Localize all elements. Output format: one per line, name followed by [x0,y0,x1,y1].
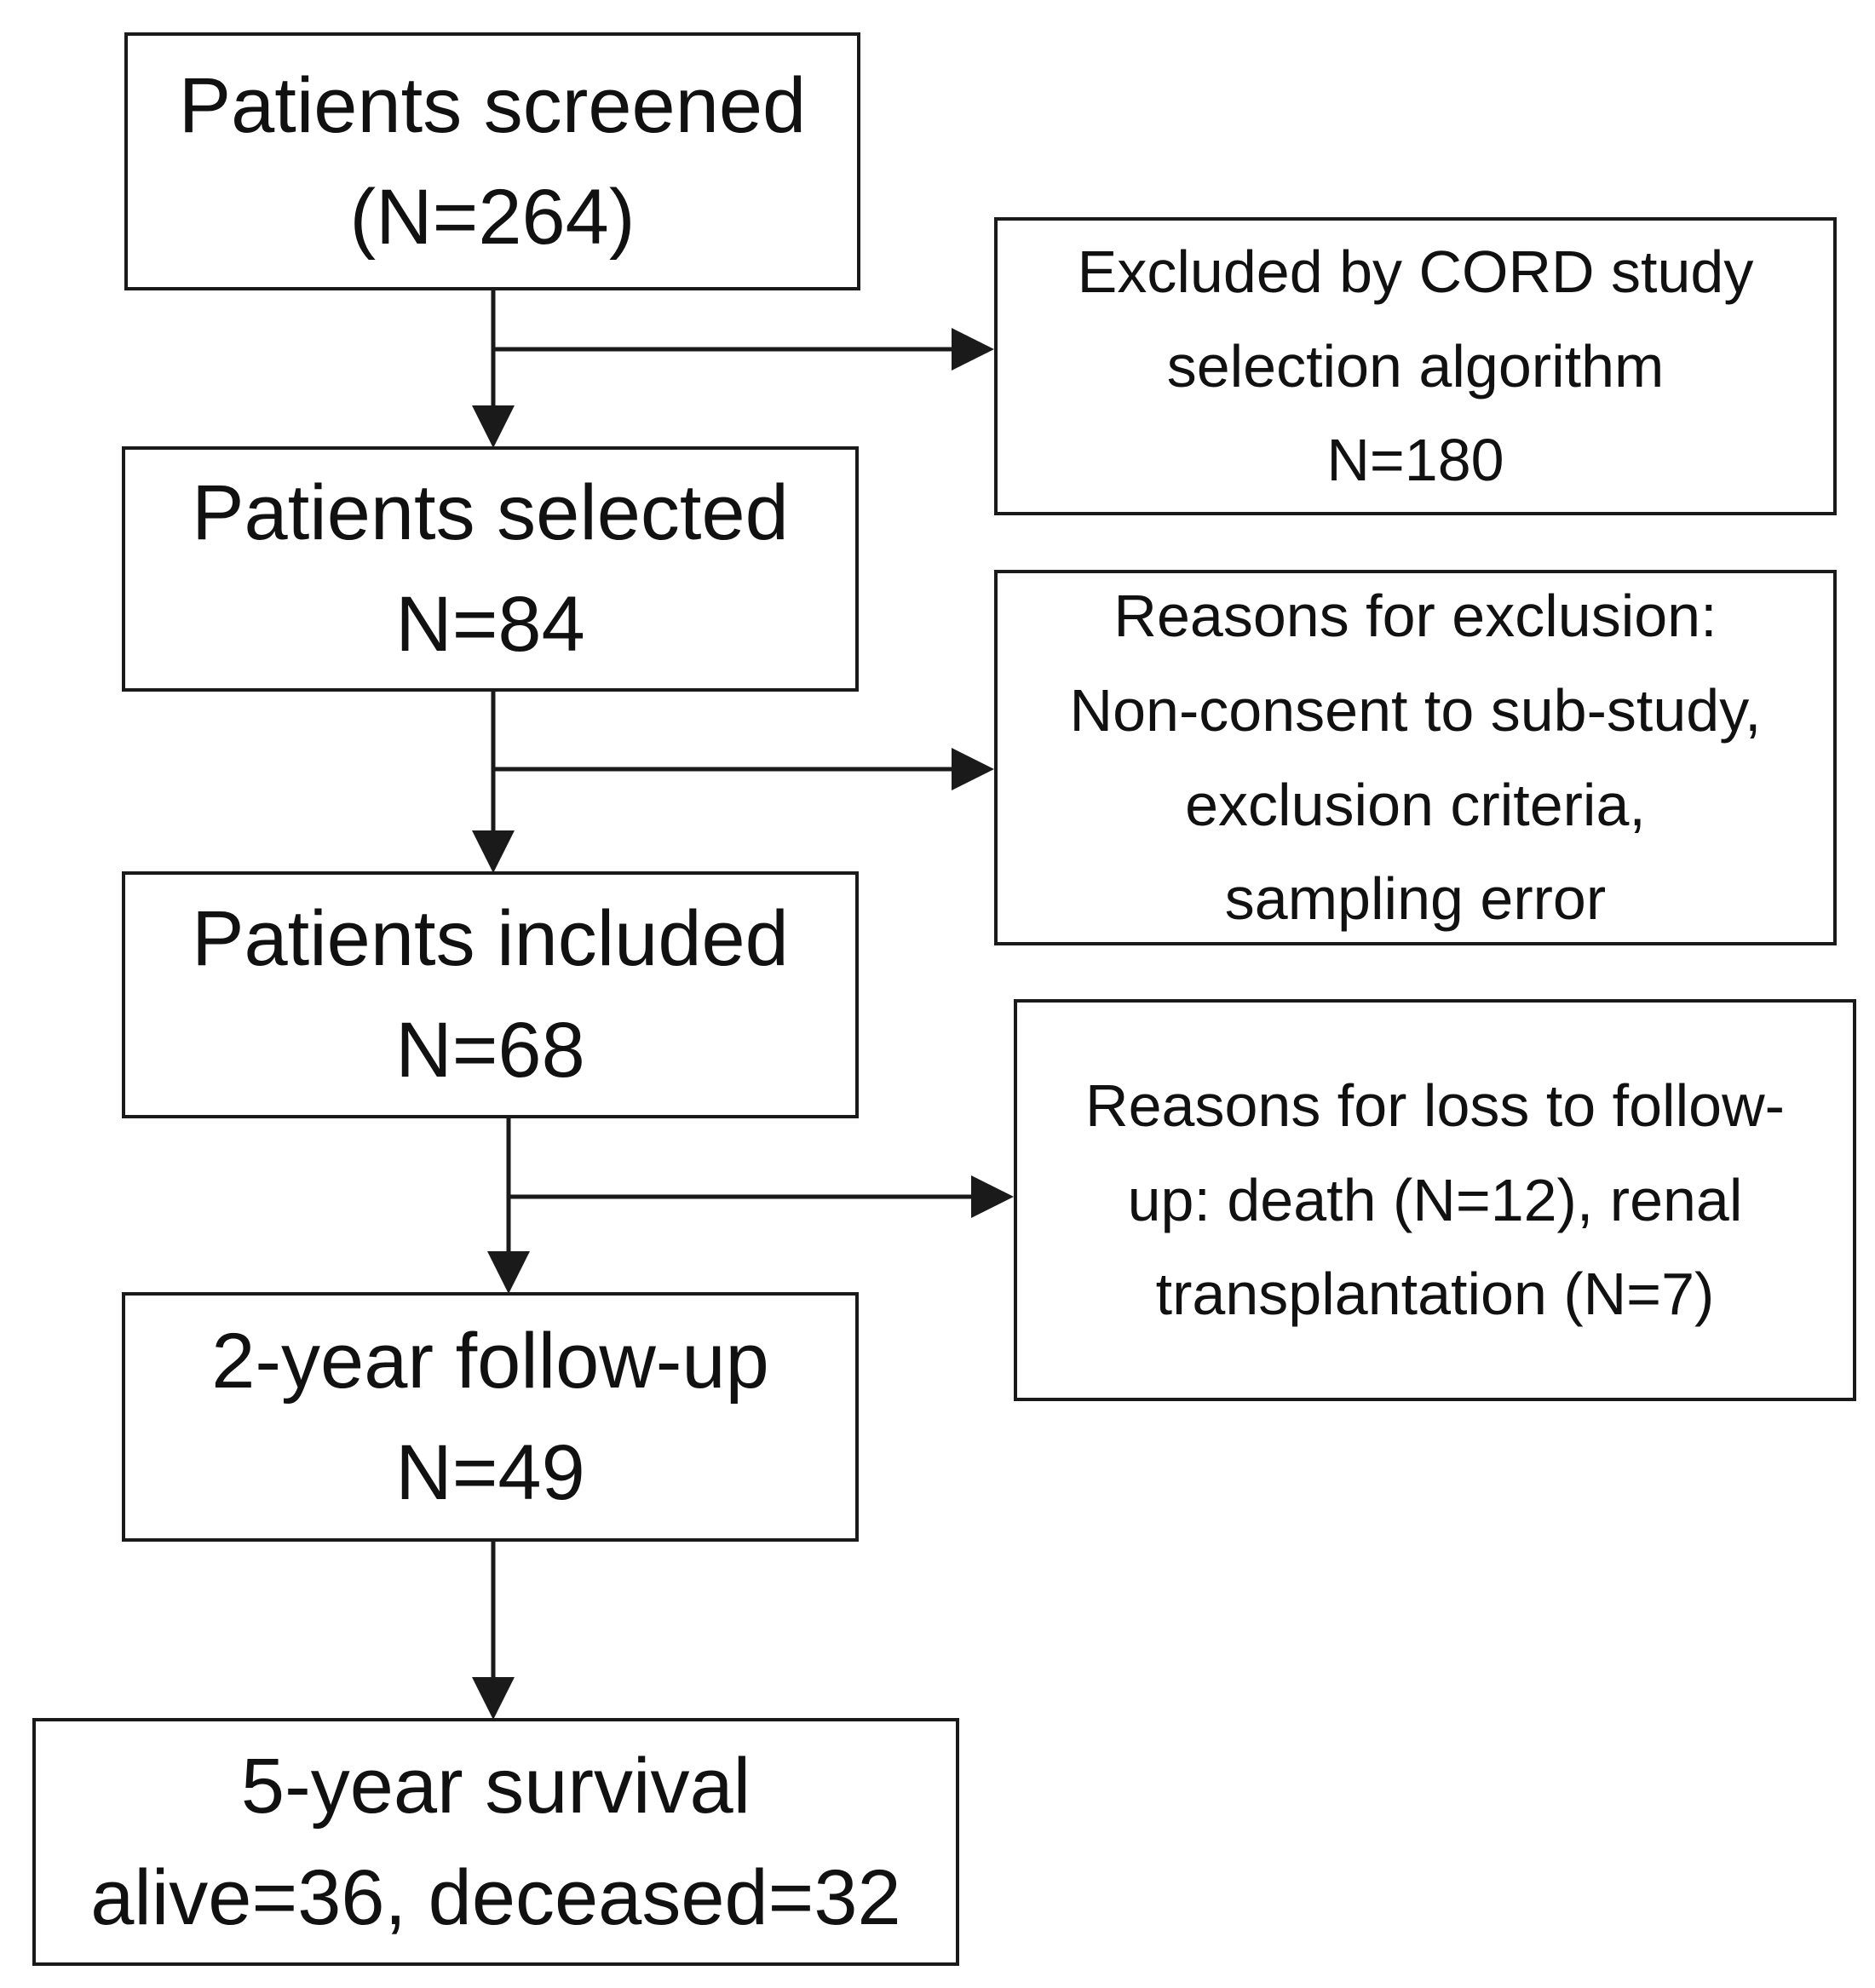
box-cord-excluded-line-1: Excluded by CORD study [1077,238,1754,306]
box-loss-reasons: Reasons for loss to follow- up: death (N… [1014,999,1856,1401]
box-exclusion-reasons-line-1: Reasons for exclusion: [1113,583,1717,650]
box-patients-selected: Patients selected N=84 [122,446,859,692]
box-patients-screened-count: (N=264) [349,173,636,261]
box-exclusion-reasons: Reasons for exclusion: Non-consent to su… [994,570,1837,945]
box-exclusion-reasons-line-2: Non-consent to sub-study, [1069,676,1762,744]
box-two-year-followup-count: N=49 [395,1428,585,1516]
box-five-year-survival-title: 5-year survival [240,1742,751,1830]
box-cord-excluded: Excluded by CORD study selection algorit… [994,217,1837,515]
box-exclusion-reasons-line-4: sampling error [1224,865,1607,933]
box-loss-reasons-line-2: up: death (N=12), renal [1127,1166,1743,1233]
box-patients-included: Patients included N=68 [122,871,859,1118]
box-exclusion-reasons-line-3: exclusion criteria, [1185,771,1646,838]
box-patients-screened-title: Patients screened [178,61,807,149]
box-cord-excluded-line-2: selection algorithm [1166,332,1665,399]
box-patients-included-count: N=68 [395,1007,585,1094]
box-patients-screened: Patients screened (N=264) [124,32,860,290]
box-loss-reasons-line-3: transplantation (N=7) [1155,1261,1715,1328]
box-patients-included-title: Patients included [192,895,789,983]
box-two-year-followup-title: 2-year follow-up [211,1317,769,1405]
box-patients-selected-count: N=84 [395,581,585,668]
box-five-year-survival: 5-year survival alive=36, deceased=32 [32,1718,959,1966]
box-cord-excluded-count: N=180 [1326,427,1504,494]
box-patients-selected-title: Patients selected [192,469,789,557]
box-two-year-followup: 2-year follow-up N=49 [122,1292,859,1542]
box-loss-reasons-line-1: Reasons for loss to follow- [1085,1072,1785,1140]
box-five-year-survival-counts: alive=36, deceased=32 [90,1853,901,1941]
